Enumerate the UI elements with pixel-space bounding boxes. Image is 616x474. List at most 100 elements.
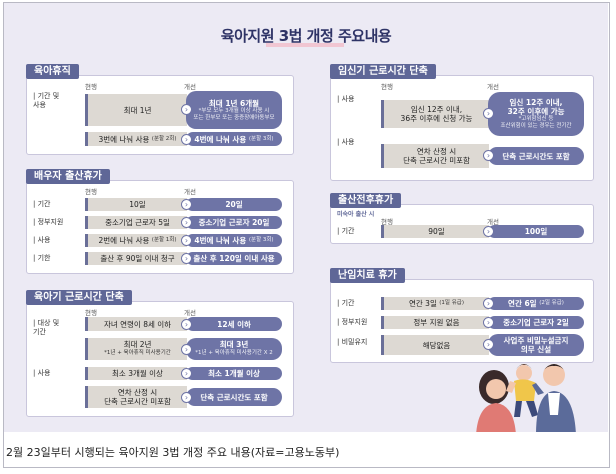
current-value: 연차 산정 시 단축 근로시간 미포함: [381, 144, 489, 168]
current-value: 최소 3개월 이상: [85, 367, 187, 380]
section-tab-spouse-leave: 배우자 출산휴가: [26, 169, 110, 184]
card-infertility-leave: | 기간 연간 3일 (1일 유급) › 연간 6일 (2일 유급) | 정부지…: [330, 279, 594, 363]
row-label: | 기한: [33, 254, 51, 262]
arrow-right-icon: ›: [181, 104, 192, 115]
col-new-label: 개선: [487, 218, 499, 226]
current-value-note: *1년 + 육아휴직 미사용기간: [104, 350, 171, 356]
arrow-right-icon: ›: [181, 253, 192, 264]
arrow-right-icon: ›: [483, 108, 494, 119]
current-value-note: (분할 1회): [151, 237, 177, 243]
new-value-note: (2일 유급): [539, 300, 564, 306]
arrow-right-icon: ›: [181, 344, 192, 355]
col-new-label: 개선: [184, 309, 196, 317]
card-reduced-hours-childcare: 현행 개선 | 대상 및 기간 자녀 연령이 8세 이하 › 12세 이하 최대…: [26, 301, 294, 417]
infographic: 육아지원 3법 개정 주요내용 육아휴직 현행 개선 | 기간 및 사용 최대 …: [4, 3, 608, 432]
new-value: 4번에 나눠 사용 (분할 3회): [186, 132, 282, 146]
title-underline: [266, 43, 344, 47]
new-value-note: (분할 3회): [248, 237, 274, 243]
current-value: 2번에 나눠 사용 (분할 1회): [85, 234, 187, 247]
arrow-right-icon: ›: [483, 298, 494, 309]
current-value: 해당없음: [381, 335, 489, 355]
new-value: 연간 6일 (2일 유급): [488, 297, 584, 310]
new-value: 중소기업 근로자 20일: [186, 216, 282, 229]
row-label: | 사용: [33, 236, 51, 244]
col-new-label: 개선: [487, 83, 499, 91]
current-value: 임신 12주 이내, 36주 이후에 신청 가능: [381, 100, 489, 128]
arrow-right-icon: ›: [181, 392, 192, 403]
section-tab-reduced-hours-childcare: 육아기 근로시간 단축: [26, 290, 132, 305]
new-value-note: *고위험임신 등 조산위험이 있는 경우는 전기간: [500, 116, 572, 129]
new-value-text: 최대 1년 6개월: [208, 98, 260, 108]
new-value: 12세 이하: [186, 317, 282, 331]
row-label: | 사용: [33, 369, 51, 377]
card-premature-leave: 미숙아 출산 시 현행 개선 | 기간 90일 › 100일: [330, 204, 594, 244]
new-value-text: 최대 3년: [219, 340, 249, 349]
new-value-text: 연간 6일: [508, 299, 537, 308]
row-label: | 정부지원: [33, 218, 64, 226]
row-label: | 사용: [337, 138, 355, 146]
article-image-frame: [3, 2, 610, 468]
current-value: 출산 후 90일 이내 청구: [85, 252, 187, 265]
col-current-label: 현행: [381, 218, 393, 226]
new-value-text: 임신 12주 이내, 32주 이후에 가능: [507, 98, 565, 116]
row-label: | 비밀유지: [337, 338, 368, 346]
current-value-text: 3번에 나눠 사용: [98, 134, 150, 144]
new-value: 100일: [488, 225, 584, 238]
current-value: 3번에 나눠 사용 (분할 2회): [85, 132, 187, 146]
current-value: 최대 2년 *1년 + 육아휴직 미사용기간: [85, 338, 187, 360]
current-value: 10일: [85, 198, 187, 211]
new-value: 4번에 나눠 사용 (분할 3회): [186, 234, 282, 247]
row-label: | 기간: [33, 200, 51, 208]
col-current-label: 현행: [85, 188, 97, 196]
new-value: 최대 3년 *1년 + 육아휴직 미사용기간 X 2: [186, 338, 282, 360]
current-value: 중소기업 근로자 5일: [85, 216, 187, 229]
family-illustration: [476, 364, 576, 432]
arrow-right-icon: ›: [181, 319, 192, 330]
new-value: 단축 근로시간도 포함: [488, 147, 584, 165]
col-current-label: 현행: [85, 83, 97, 91]
arrow-right-icon: ›: [483, 226, 494, 237]
current-value: 정부 지원 없음: [381, 316, 489, 329]
card-spouse-leave: 현행 개선 | 기간 10일 › 20일 | 정부지원 중소기업 근로자 5일 …: [26, 180, 294, 274]
row-label: | 기간 및 사용: [33, 92, 60, 109]
arrow-right-icon: ›: [181, 368, 192, 379]
row-label: | 기간: [337, 227, 355, 235]
section-tab-infertility-leave: 난임치료 휴가: [330, 268, 405, 283]
row-label: | 사용: [337, 95, 355, 103]
current-value: 최대 1년: [85, 94, 187, 126]
new-value-text: 4번에 나눠 사용: [194, 134, 247, 144]
row-label: | 정부지원: [337, 318, 368, 326]
arrow-right-icon: ›: [181, 235, 192, 246]
new-value-text: 4번에 나눠 사용: [194, 236, 247, 245]
col-current-label: 현행: [85, 309, 97, 317]
current-value-note: (1일 유급): [439, 300, 464, 306]
current-value-text: 연간 3일: [409, 299, 437, 308]
current-value: 90일: [381, 225, 489, 238]
arrow-right-icon: ›: [483, 317, 494, 328]
section-tab-childcare-leave: 육아휴직: [26, 64, 79, 79]
arrow-right-icon: ›: [181, 217, 192, 228]
new-value: 사업주 비밀누설금지 의무 신설: [488, 334, 584, 356]
new-value: 최대 1년 6개월 *부모 모두 3개월 이상 사용 시 또는 한부모 또는 중…: [186, 91, 282, 129]
col-current-label: 현행: [381, 83, 393, 91]
current-value-note: (분할 2회): [151, 135, 177, 142]
section-tab-premature-leave: 출산전후휴가: [330, 193, 402, 208]
col-new-label: 개선: [184, 188, 196, 196]
section-tab-pregnancy-hours: 임신기 근로시간 단축: [330, 64, 436, 79]
section-subtitle: 미숙아 출산 시: [337, 211, 375, 218]
current-value: 자녀 연령이 8세 이하: [85, 317, 187, 331]
new-value-note: *1년 + 육아휴직 미사용기간 X 2: [195, 350, 273, 356]
col-new-label: 개선: [184, 83, 196, 91]
new-value: 중소기업 근로자 2일: [488, 316, 584, 329]
arrow-right-icon: ›: [181, 199, 192, 210]
new-value-note: *부모 모두 3개월 이상 사용 시 또는 한부모 또는 중증장애아동부모: [193, 107, 275, 121]
current-value: 연간 3일 (1일 유급): [381, 297, 489, 310]
card-childcare-leave: 현행 개선 | 기간 및 사용 최대 1년 › 최대 1년 6개월 *부모 모두…: [26, 75, 294, 155]
new-value: 최소 1개월 이상: [186, 367, 282, 380]
arrow-right-icon: ›: [483, 150, 494, 161]
card-pregnancy-hours: 현행 개선 | 사용 임신 12주 이내, 36주 이후에 신청 가능 › 임신…: [330, 75, 594, 181]
arrow-right-icon: ›: [483, 339, 494, 350]
infographic-title: 육아지원 3법 개정 주요내용: [220, 27, 392, 45]
new-value-note: (분할 3회): [248, 135, 274, 142]
row-label: | 대상 및 기간: [33, 319, 60, 336]
